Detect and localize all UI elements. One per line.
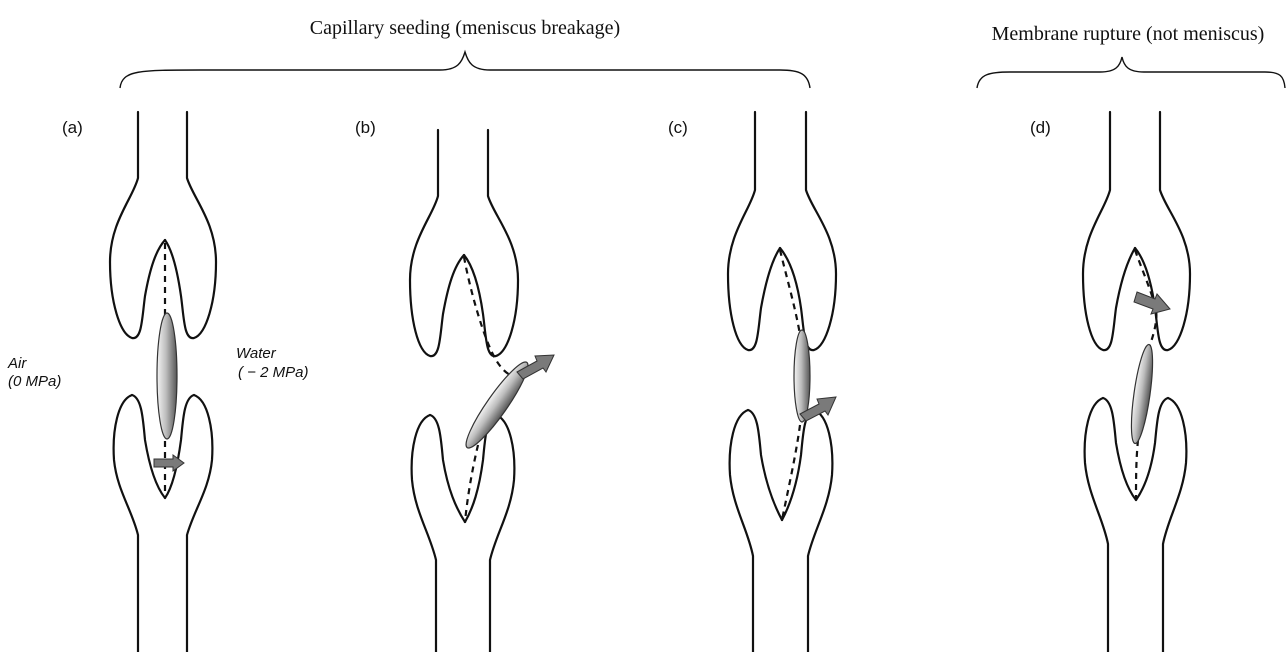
vessel-walls-c [728,112,836,652]
water-label: Water [236,345,277,362]
arrow-a [154,455,184,471]
panel-label-d: (d) [1030,118,1051,137]
group-title-capillary: Capillary seeding (meniscus breakage) [310,17,620,39]
panel-label-c: (c) [668,118,688,137]
panel-d [1083,112,1190,652]
air-label: Air [7,355,27,372]
panel-label-a: (a) [62,118,83,137]
air-pressure-label: (0 MPa) [8,373,61,390]
panel-label-b: (b) [355,118,376,137]
pit-membrane-d-lower [1136,440,1138,500]
water-pressure-label: ( − 2 MPa) [238,364,308,381]
brace-capillary [120,52,810,88]
pit-membrane-b [464,257,518,376]
air-seed-bubble-a [157,313,177,439]
air-seed-bubble-d [1127,343,1157,444]
panel-b [410,130,554,652]
air-seed-bubble-c [794,330,810,422]
panel-a [110,112,216,652]
brace-membrane [977,57,1285,88]
panel-c [728,112,836,652]
group-title-membrane: Membrane rupture (not meniscus) [992,23,1265,45]
